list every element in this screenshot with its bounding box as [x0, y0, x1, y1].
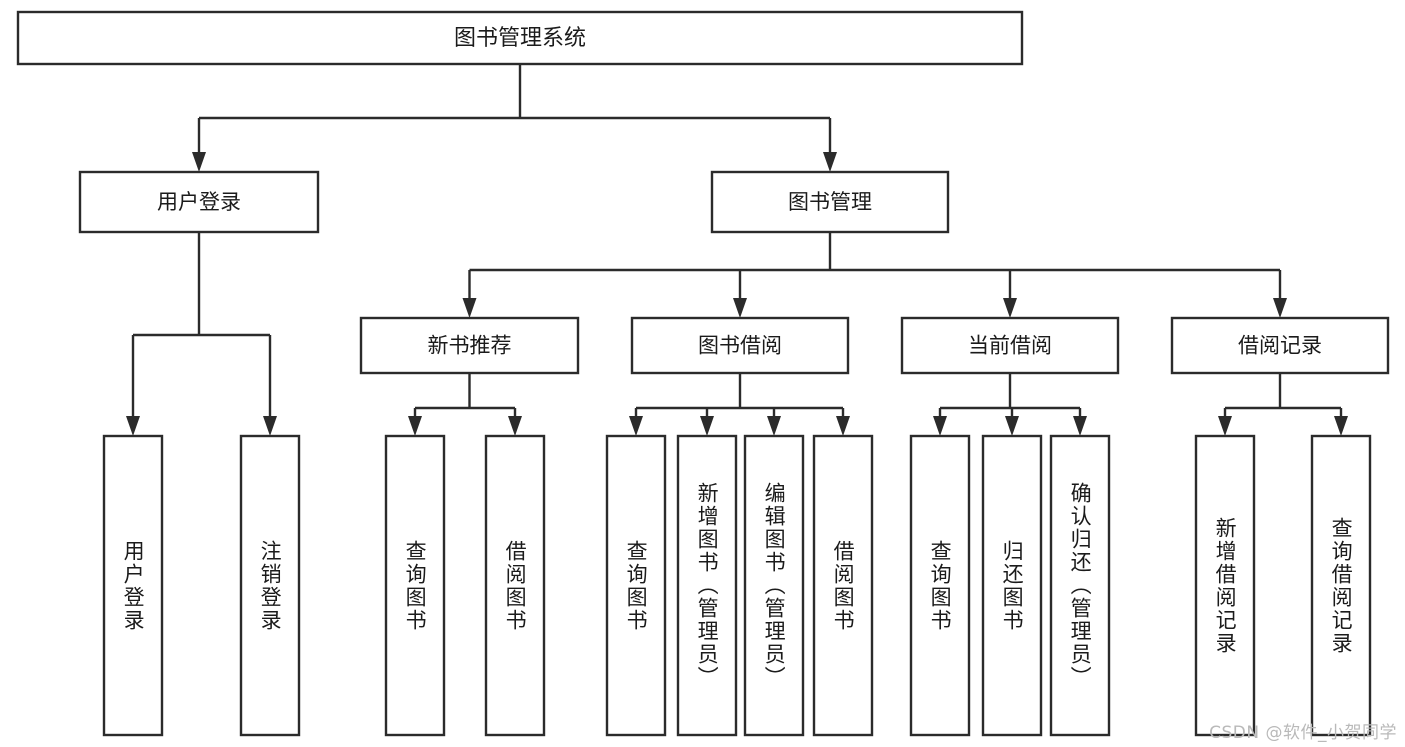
connector-layer [126, 64, 1348, 436]
node-leaf-6-编辑图书管理员[interactable] [743, 434, 805, 737]
node-level2-图书管理[interactable] [710, 170, 950, 234]
watermark-credit: CSDN @软件_小贺同学 [1209, 723, 1397, 743]
arrow-当前借阅-to-leaf-2 [1073, 416, 1087, 436]
arrow-bookmgmt-to-level3-3 [1273, 298, 1287, 318]
node-level3-label-新书推荐: 新书推荐 [428, 334, 512, 358]
arrow-root-to-level2-1 [823, 152, 837, 172]
node-level3-label-图书借阅: 图书借阅 [698, 334, 782, 358]
node-leaf-8-查询图书[interactable] [909, 434, 971, 737]
node-leaf-0-用户登录[interactable] [102, 434, 164, 737]
node-leaf-1-注销登录[interactable] [239, 434, 301, 737]
node-leaf-10-确认归还管理员[interactable] [1049, 434, 1111, 737]
arrow-当前借阅-to-leaf-0 [933, 416, 947, 436]
arrow-root-to-level2-0 [192, 152, 206, 172]
arrow-图书借阅-to-leaf-1 [700, 416, 714, 436]
arrow-当前借阅-to-leaf-1 [1005, 416, 1019, 436]
node-leaf-2-查询图书[interactable] [384, 434, 446, 737]
node-level3-图书借阅[interactable] [630, 316, 850, 375]
arrow-bookmgmt-to-level3-1 [733, 298, 747, 318]
node-leaf-9-归还图书[interactable] [981, 434, 1043, 737]
node-level3-当前借阅[interactable] [900, 316, 1120, 375]
node-level3-label-当前借阅: 当前借阅 [968, 334, 1052, 358]
node-level3-新书推荐[interactable] [359, 316, 580, 375]
arrow-userlogin-to-leaf-1 [263, 416, 277, 436]
node-level3-label-借阅记录: 借阅记录 [1238, 334, 1322, 358]
arrow-图书借阅-to-leaf-2 [767, 416, 781, 436]
arrow-userlogin-to-leaf-0 [126, 416, 140, 436]
node-leaf-11-新增借阅记录[interactable] [1194, 434, 1256, 737]
arrow-借阅记录-to-leaf-1 [1334, 416, 1348, 436]
arrow-借阅记录-to-leaf-0 [1218, 416, 1232, 436]
node-level3-借阅记录[interactable] [1170, 316, 1390, 375]
node-leaf-5-新增图书管理员[interactable] [676, 434, 738, 737]
arrow-bookmgmt-to-level3-0 [462, 298, 477, 318]
box-layer [16, 10, 1390, 737]
node-root-label: 图书管理系统 [454, 26, 586, 51]
node-level2-label-图书管理: 图书管理 [788, 190, 872, 214]
arrow-新书推荐-to-leaf-1 [508, 416, 522, 436]
arrow-图书借阅-to-leaf-0 [629, 416, 643, 436]
node-leaf-4-查询图书[interactable] [605, 434, 667, 737]
arrow-新书推荐-to-leaf-0 [408, 416, 422, 436]
node-leaf-3-借阅图书[interactable] [484, 434, 546, 737]
node-root[interactable] [16, 10, 1024, 66]
node-leaf-7-借阅图书[interactable] [812, 434, 874, 737]
arrow-bookmgmt-to-level3-2 [1003, 298, 1017, 318]
node-level2-label-用户登录: 用户登录 [157, 190, 241, 214]
arrow-图书借阅-to-leaf-3 [836, 416, 850, 436]
node-level2-用户登录[interactable] [78, 170, 320, 234]
node-leaf-12-查询借阅记录[interactable] [1310, 434, 1372, 737]
